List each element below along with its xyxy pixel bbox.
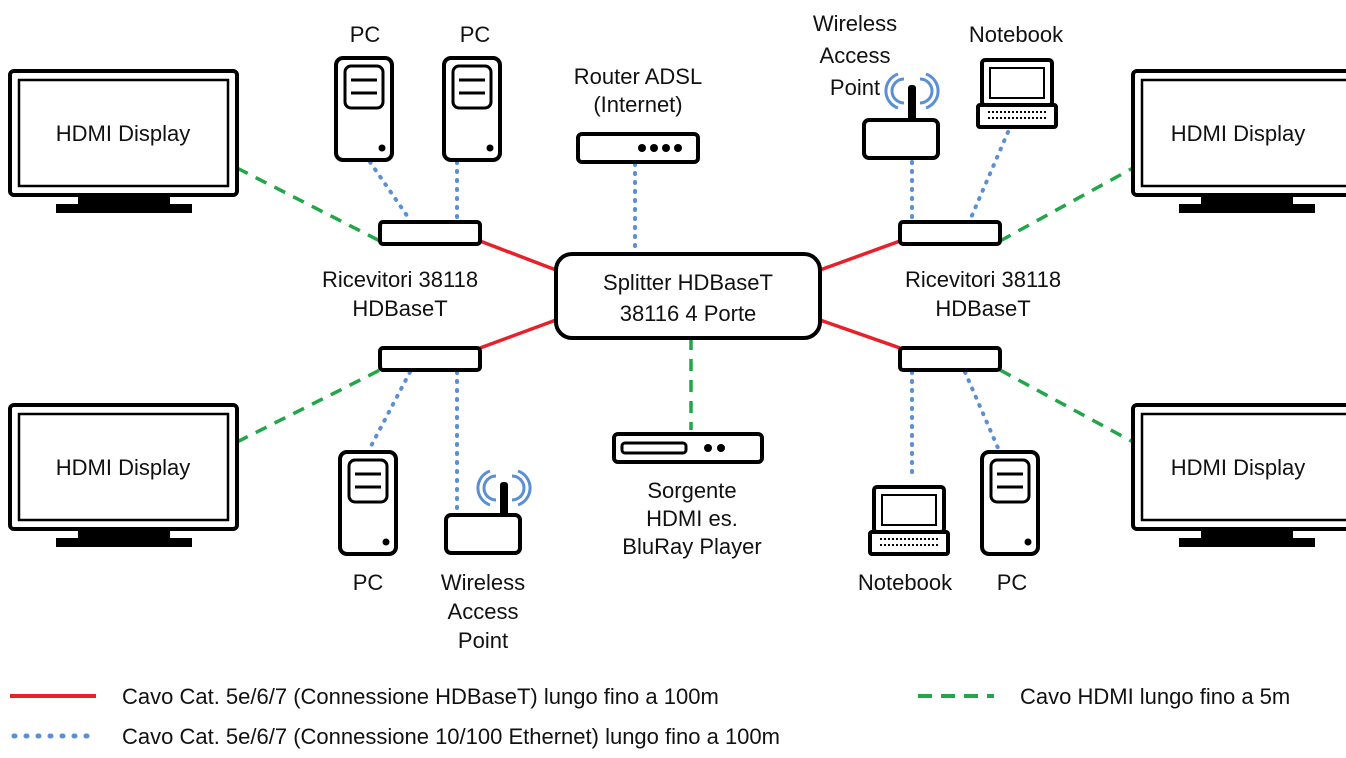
pc-top-1: PC [334,22,394,162]
router-icon [576,132,700,164]
display-label: HDMI Display [1171,455,1305,480]
receiver-top-right [898,220,1002,246]
notebook-label: Notebook [969,22,1064,47]
receiver-icon [898,220,1002,246]
hdbaset-link-top-left [479,239,557,272]
legend-label-hdbaset: Cavo Cat. 5e/6/7 (Connessione HDBaseT) l… [122,684,719,709]
monitor-icon [8,403,239,547]
legend-item-hdmi: Cavo HDMI lungo fino a 5m [918,684,1290,709]
monitor-icon [1131,69,1346,213]
notebook-label: Notebook [858,570,953,595]
wireless-access-point-icon [444,469,532,555]
receiver-bottom-right [898,346,1002,372]
pc-bottom-right: PC [980,450,1040,595]
wap-label-line-1: Wireless [441,570,525,595]
receiver-icon [898,346,1002,372]
legend: Cavo Cat. 5e/6/7 (Connessione HDBaseT) l… [10,684,1290,749]
notebook-icon [976,58,1058,129]
pc-tower-icon [338,450,398,556]
hdbaset-link-bottom-right [819,318,901,350]
receivers-label-right-line-1: Ricevitori 38118 [905,267,1061,292]
bluray-player-icon [612,432,764,464]
hdmi-display-bottom-left: HDMI Display [8,403,239,547]
wap-bottom: Wireless Access Point [441,469,532,653]
wap-label-line-3: Point [830,75,880,100]
ethernet-link-notebook-top [968,130,1010,222]
router: Router ADSL (Internet) [574,64,702,164]
ethernet-links [368,130,1010,512]
router-label-line-2: (Internet) [593,92,682,117]
receivers-label-left-line-2: HDBaseT [352,296,447,321]
hdmi-display-top-right: HDMI Display [1131,69,1346,213]
ethernet-link-pc-3 [368,370,412,450]
receiver-top-left [378,220,482,246]
wap-label-line-2: Access [448,599,519,624]
notebook-top: Notebook [969,22,1064,129]
router-label-line-1: Router ADSL [574,64,702,89]
wap-label-line-1: Wireless [813,11,897,36]
pc-tower-icon [442,56,502,162]
hdmi-link-bottom-right [999,368,1134,444]
pc-tower-icon [980,450,1040,556]
hdmi-link-bottom-left [236,368,381,444]
hdmi-source: Sorgente HDMI es. BluRay Player [612,432,764,559]
hdmi-display-top-left: HDMI Display [8,69,239,213]
receiver-icon [378,220,482,246]
wap-top: Wireless Access Point [813,11,940,160]
splitter-label-line-2: 38116 4 Porte [620,301,757,326]
receiver-bottom-left [378,346,482,372]
legend-item-ethernet: Cavo Cat. 5e/6/7 (Connessione 10/100 Eth… [11,724,780,749]
splitter-icon [554,252,822,340]
legend-label-hdmi: Cavo HDMI lungo fino a 5m [1020,684,1290,709]
monitor-icon [8,69,239,213]
source-label-line-2: HDMI es. [646,506,738,531]
pc-label: PC [350,22,381,47]
pc-top-2: PC [442,22,502,162]
display-label: HDMI Display [1171,121,1305,146]
hdbaset-link-bottom-left [479,318,557,350]
pc-label: PC [997,570,1028,595]
legend-label-ethernet: Cavo Cat. 5e/6/7 (Connessione 10/100 Eth… [122,724,780,749]
pc-tower-icon [334,56,394,162]
ethernet-link-pc-1 [368,160,412,222]
wireless-access-point-icon [862,72,940,160]
pc-bottom-left: PC [338,450,398,595]
receiver-icon [378,346,482,372]
display-label: HDMI Display [56,455,190,480]
notebook-bottom: Notebook [858,485,953,595]
pc-label: PC [460,22,491,47]
hdbaset-link-top-right [819,239,901,272]
splitter: Splitter HDBaseT 38116 4 Porte [554,252,822,340]
hdmi-links [236,166,1134,444]
source-label-line-3: BluRay Player [622,534,761,559]
source-label-line-1: Sorgente [647,478,736,503]
hdmi-link-top-right [999,166,1134,243]
pc-label: PC [353,570,384,595]
receivers-label-left-line-1: Ricevitori 38118 [322,267,478,292]
receivers-label-right-line-2: HDBaseT [935,296,1030,321]
ethernet-link-pc-4 [963,370,1000,450]
wap-label-line-3: Point [458,628,508,653]
hdbaset-links [479,239,901,350]
display-label: HDMI Display [56,121,190,146]
legend-item-hdbaset: Cavo Cat. 5e/6/7 (Connessione HDBaseT) l… [10,684,719,709]
hdmi-link-top-left [236,166,381,243]
notebook-icon [868,485,950,556]
wap-label-line-2: Access [820,43,891,68]
monitor-icon [1131,403,1346,547]
hdmi-display-bottom-right: HDMI Display [1131,403,1346,547]
splitter-label-line-1: Splitter HDBaseT [603,270,773,295]
